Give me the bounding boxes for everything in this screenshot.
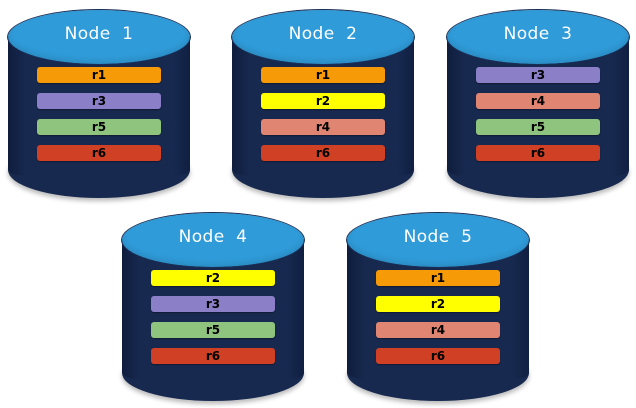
replica-bar-r1[interactable]: r1 bbox=[261, 67, 385, 83]
database-node-2[interactable]: Node 2 r1 r2 r4 r6 bbox=[231, 9, 415, 200]
cylinder-right-shading bbox=[398, 36, 414, 176]
replica-bar-r6[interactable]: r6 bbox=[261, 145, 385, 161]
cylinder-left-shading bbox=[347, 239, 365, 379]
node-label: Node 2 bbox=[288, 24, 358, 44]
replica-bar-r2[interactable]: r2 bbox=[376, 296, 500, 312]
replica-list: r1 r3 r5 r6 bbox=[8, 67, 190, 161]
replica-bar-r3[interactable]: r3 bbox=[37, 93, 161, 109]
replica-list: r1 r2 r4 r6 bbox=[347, 270, 529, 364]
replica-bar-r6[interactable]: r6 bbox=[37, 145, 161, 161]
replica-bar-r4[interactable]: r4 bbox=[476, 93, 600, 109]
node-label: Node 4 bbox=[178, 227, 248, 247]
replica-bar-r3[interactable]: r3 bbox=[151, 296, 275, 312]
replica-bar-r4[interactable]: r4 bbox=[261, 119, 385, 135]
replica-bar-r2[interactable]: r2 bbox=[151, 270, 275, 286]
cylinder-top-ellipse bbox=[446, 9, 630, 65]
database-node-1[interactable]: Node 1 r1 r3 r5 r6 bbox=[7, 9, 191, 200]
node-label: Node 5 bbox=[403, 227, 473, 247]
database-node-5[interactable]: Node 5 r1 r2 r4 r6 bbox=[346, 212, 530, 403]
database-node-4[interactable]: Node 4 r2 r3 r5 r6 bbox=[121, 212, 305, 403]
replica-bar-r3[interactable]: r3 bbox=[476, 67, 600, 83]
cylinder-right-shading bbox=[513, 239, 529, 379]
replica-list: r3 r4 r5 r6 bbox=[447, 67, 629, 161]
cylinder-right-shading bbox=[174, 36, 190, 176]
cylinder-left-shading bbox=[122, 239, 140, 379]
replica-list: r2 r3 r5 r6 bbox=[122, 270, 304, 364]
replica-bar-r5[interactable]: r5 bbox=[151, 322, 275, 338]
replica-list: r1 r2 r4 r6 bbox=[232, 67, 414, 161]
replica-bar-r6[interactable]: r6 bbox=[476, 145, 600, 161]
cylinder-left-shading bbox=[447, 36, 465, 176]
replica-bar-r5[interactable]: r5 bbox=[37, 119, 161, 135]
cylinder-right-shading bbox=[613, 36, 629, 176]
replica-bar-r6[interactable]: r6 bbox=[376, 348, 500, 364]
replica-bar-r4[interactable]: r4 bbox=[376, 322, 500, 338]
database-node-3[interactable]: Node 3 r3 r4 r5 r6 bbox=[446, 9, 630, 200]
node-label: Node 3 bbox=[503, 24, 573, 44]
replica-bar-r6[interactable]: r6 bbox=[151, 348, 275, 364]
cylinder-left-shading bbox=[8, 36, 26, 176]
replica-bar-r1[interactable]: r1 bbox=[37, 67, 161, 83]
replica-bar-r1[interactable]: r1 bbox=[376, 270, 500, 286]
replica-bar-r5[interactable]: r5 bbox=[476, 119, 600, 135]
cylinder-right-shading bbox=[288, 239, 304, 379]
node-label: Node 1 bbox=[64, 24, 134, 44]
replica-bar-r2[interactable]: r2 bbox=[261, 93, 385, 109]
cylinder-left-shading bbox=[232, 36, 250, 176]
